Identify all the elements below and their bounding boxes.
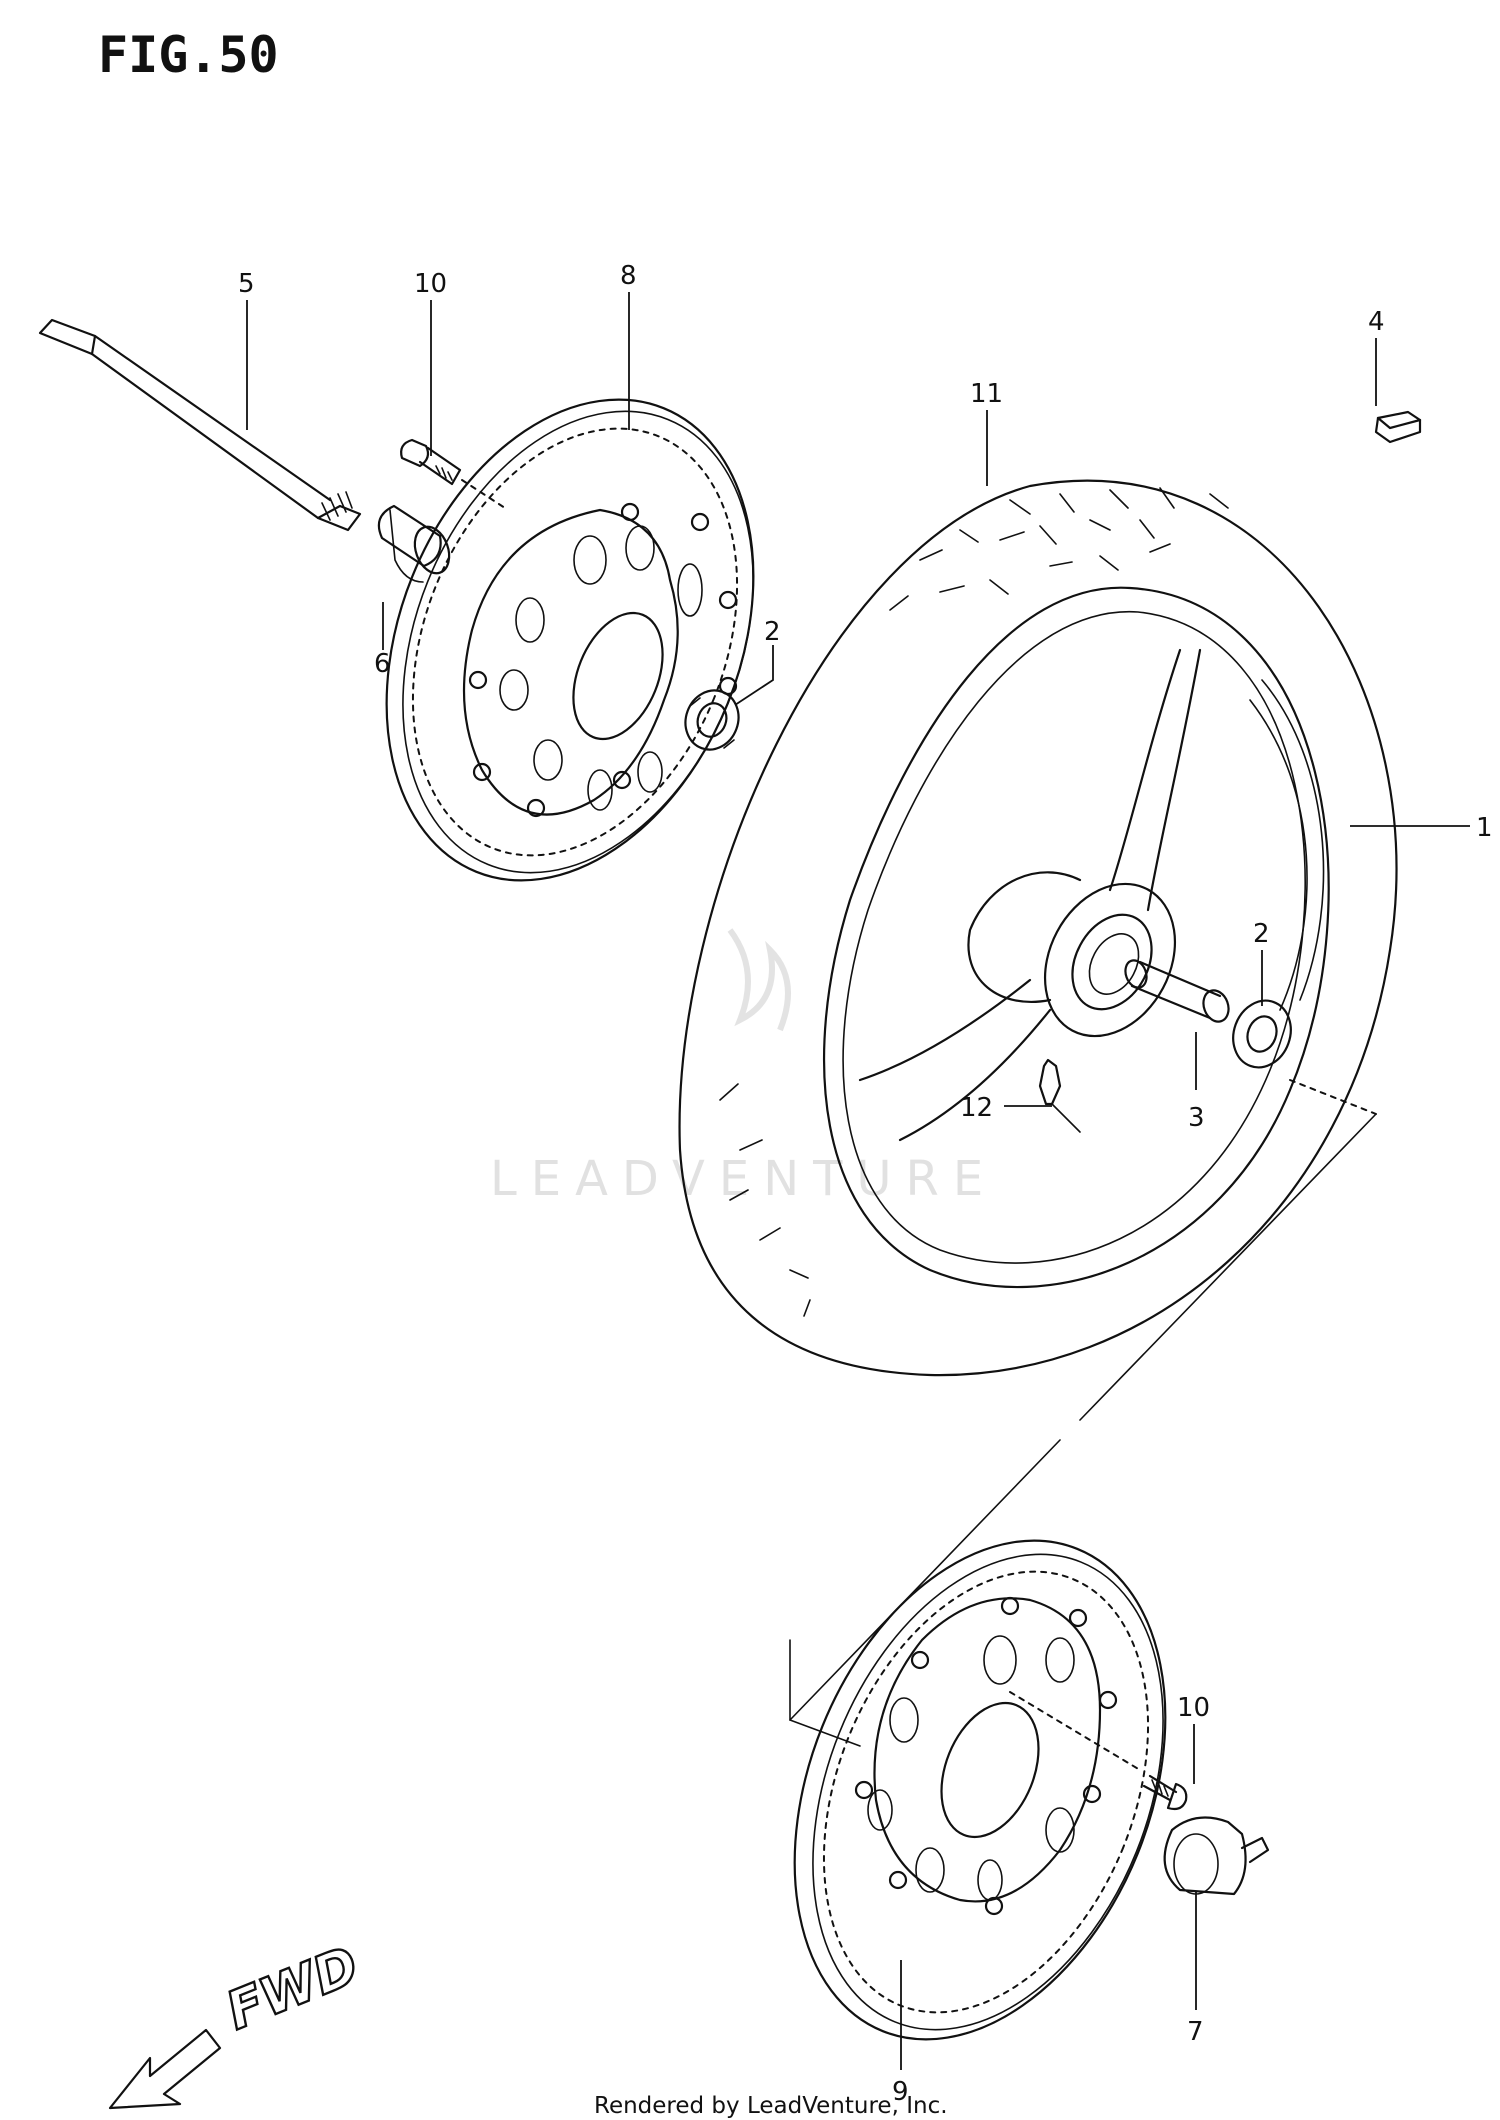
brake-disc-part-9[interactable] (725, 1485, 1235, 2095)
callout-11: 11 (970, 379, 1003, 409)
axle-centerline-bracket (789, 1639, 861, 1747)
figure-title: FIG.50 (98, 26, 279, 84)
brake-disc-part-8[interactable] (319, 345, 822, 936)
bearing-part-2-left[interactable] (677, 683, 746, 757)
forward-label: FWD (218, 1935, 367, 2042)
callout-10-bottom: 10 (1177, 1693, 1210, 1723)
callout-4: 4 (1368, 307, 1385, 337)
wheel-rim-part-1[interactable] (823, 586, 1330, 1289)
tire-part-11[interactable] (678, 479, 1398, 1377)
leader-lines (246, 292, 1470, 2070)
callout-8: 8 (620, 261, 637, 291)
callout-1: 1 (1476, 813, 1493, 843)
disc-bolt-part-10-top[interactable] (400, 438, 462, 486)
forward-arrow-icon (108, 2028, 222, 2110)
forward-direction-indicator: FWD (108, 1934, 368, 2110)
callout-3: 3 (1188, 1103, 1205, 1133)
bolt-alignment-line-bottom (1009, 1691, 1141, 1771)
svg-text:LEADVENTURE: LEADVENTURE (490, 1151, 997, 1207)
watermark: LEADVENTURE (490, 928, 997, 1207)
bearing-part-2-right[interactable] (1224, 992, 1300, 1075)
axle-centerline (1289, 1079, 1377, 1115)
render-credit: Rendered by LeadVenture, Inc. (594, 2093, 948, 2119)
callout-9: 9 (892, 2077, 909, 2107)
bolt-alignment-line-top (461, 479, 506, 509)
axle-centerline-segment (789, 1113, 1377, 1721)
speedometer-gearbox-part-7[interactable] (1163, 1816, 1270, 1896)
callout-12: 12 (960, 1093, 993, 1123)
spacer-collar-part-6[interactable] (377, 504, 455, 583)
callout-6: 6 (374, 649, 391, 679)
callout-5: 5 (238, 269, 255, 299)
callout-2-right: 2 (1253, 919, 1270, 949)
callout-2-left: 2 (764, 617, 781, 647)
callout-7: 7 (1187, 2017, 1204, 2047)
spacer-tube-part-3[interactable] (1122, 957, 1233, 1025)
axle-part-5[interactable] (38, 318, 362, 532)
valve-part-12[interactable] (1038, 1058, 1081, 1133)
balance-weight-part-4[interactable] (1374, 410, 1422, 444)
callout-10-top: 10 (414, 269, 447, 299)
disc-bolt-part-10-bottom[interactable] (1142, 1774, 1188, 1811)
